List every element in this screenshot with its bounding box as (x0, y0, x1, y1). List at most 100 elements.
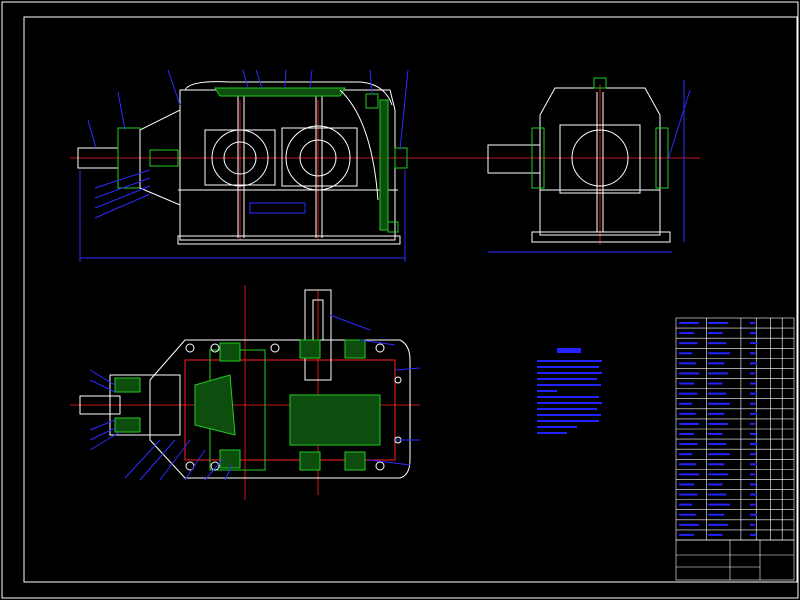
plan-housing-outline (149, 339, 411, 479)
front-bore-2-inner (299, 139, 337, 177)
parts-list-text-mark (708, 342, 727, 345)
notes-text-lines (537, 360, 602, 434)
plan-bevel-gear (194, 374, 236, 436)
parts-list-text-marks (679, 322, 758, 536)
parts-list-text-mark (708, 443, 727, 446)
parts-list-text-mark (679, 463, 696, 466)
parts-list-text-mark (750, 493, 758, 496)
inner-drawing-frame (23, 16, 798, 583)
parts-list-text-mark (750, 352, 756, 355)
plan-input-shaft (79, 395, 121, 415)
parts-list-text-mark (708, 503, 731, 506)
parts-list-text-mark (708, 362, 725, 365)
front-oil-gauge (339, 89, 379, 201)
parts-list-text-mark (708, 382, 723, 385)
parts-list-text-mark (750, 523, 755, 526)
parts-list-text-mark (750, 463, 757, 466)
parts-list-text-mark (708, 493, 727, 496)
side-cap-left (531, 127, 545, 189)
parts-list-text-mark (679, 503, 693, 506)
parts-list-text-mark (750, 402, 756, 405)
parts-list-text-mark (708, 392, 727, 395)
side-view[interactable] (430, 77, 700, 253)
parts-list-text-mark (708, 463, 725, 466)
parts-list-text-mark (708, 433, 723, 435)
side-cap-right (655, 127, 669, 189)
parts-list-text-mark (750, 533, 757, 536)
front-drain-plug (387, 221, 399, 233)
parts-list-text-mark (679, 362, 696, 365)
parts-list-text-mark (750, 443, 758, 446)
front-housing-outline (179, 89, 396, 241)
parts-list-text-mark (750, 362, 757, 365)
side-output-shaft (487, 144, 541, 174)
parts-list-text-mark (708, 483, 723, 486)
front-bearing-cap-left (149, 149, 179, 167)
title-block-cells (676, 540, 794, 580)
parts-list-text-mark (679, 473, 700, 476)
front-bore-2 (285, 125, 351, 191)
parts-list-text-mark (679, 322, 700, 324)
parts-list-text-mark (708, 523, 729, 526)
front-inner-label-box (249, 202, 306, 214)
plan-inner-cavity (184, 359, 396, 461)
side-boss (559, 124, 641, 194)
plan-bearing-5 (344, 339, 366, 359)
parts-list-columns (706, 318, 783, 540)
parts-list-text-mark (679, 382, 694, 385)
parts-list-text-mark (679, 332, 694, 335)
side-leader (667, 89, 691, 161)
parts-list-text-mark (750, 322, 755, 324)
parts-list-text-mark (679, 513, 696, 516)
front-housing-base (177, 235, 401, 245)
parts-list-text-mark (708, 332, 723, 335)
parts-list-text-mark (708, 412, 725, 415)
plan-input-housing (109, 374, 181, 436)
parts-list-text-mark (750, 392, 758, 395)
parts-list-text-mark (708, 322, 729, 324)
parts-list-text-mark (708, 372, 729, 375)
parts-list-text-mark (708, 422, 729, 425)
parts-list-text-mark (679, 483, 694, 486)
front-side-wall-hatch (379, 99, 389, 231)
plan-bearing-3 (299, 339, 321, 359)
parts-list-text-mark (679, 412, 696, 415)
parts-list-text-mark (750, 513, 757, 516)
parts-list-text-mark (708, 352, 731, 355)
parts-list-text-mark (679, 372, 700, 375)
parts-list-text-mark (750, 422, 755, 425)
parts-list-text-mark (679, 433, 694, 435)
parts-list-text-mark (750, 412, 757, 415)
front-leader-lines (87, 69, 409, 219)
parts-list-text-mark (750, 473, 755, 476)
parts-list-text-mark (679, 443, 698, 446)
plan-bearing-1 (219, 342, 241, 362)
parts-list-text-mark (750, 503, 756, 506)
front-boss-right (281, 127, 358, 187)
parts-list-rows (676, 327, 794, 531)
front-view[interactable] (70, 69, 430, 262)
parts-list-text-mark (750, 342, 758, 345)
title-block-frame (675, 539, 795, 581)
parts-list-text-mark (679, 493, 698, 496)
title-block-parts-list[interactable] (675, 317, 795, 581)
parts-list-text-mark (679, 342, 698, 345)
plan-output-shaft (304, 289, 332, 381)
plan-bearing-6 (344, 451, 366, 471)
parts-list-text-mark (679, 422, 700, 425)
parts-list-text-mark (750, 382, 757, 385)
technical-notes (537, 348, 602, 434)
front-housing-top-cover (184, 81, 393, 106)
plan-gear-right (289, 394, 381, 446)
plan-input-bearing-bottom (114, 417, 141, 433)
plan-bearing-4 (299, 451, 321, 471)
plan-section-view[interactable] (70, 285, 421, 500)
side-housing-outline (539, 87, 661, 236)
plan-bearing-2 (219, 449, 241, 469)
parts-list-text-mark (750, 332, 757, 335)
parts-list-text-mark (679, 453, 693, 456)
parts-list-text-mark (679, 533, 694, 536)
parts-list-text-mark (708, 533, 723, 536)
